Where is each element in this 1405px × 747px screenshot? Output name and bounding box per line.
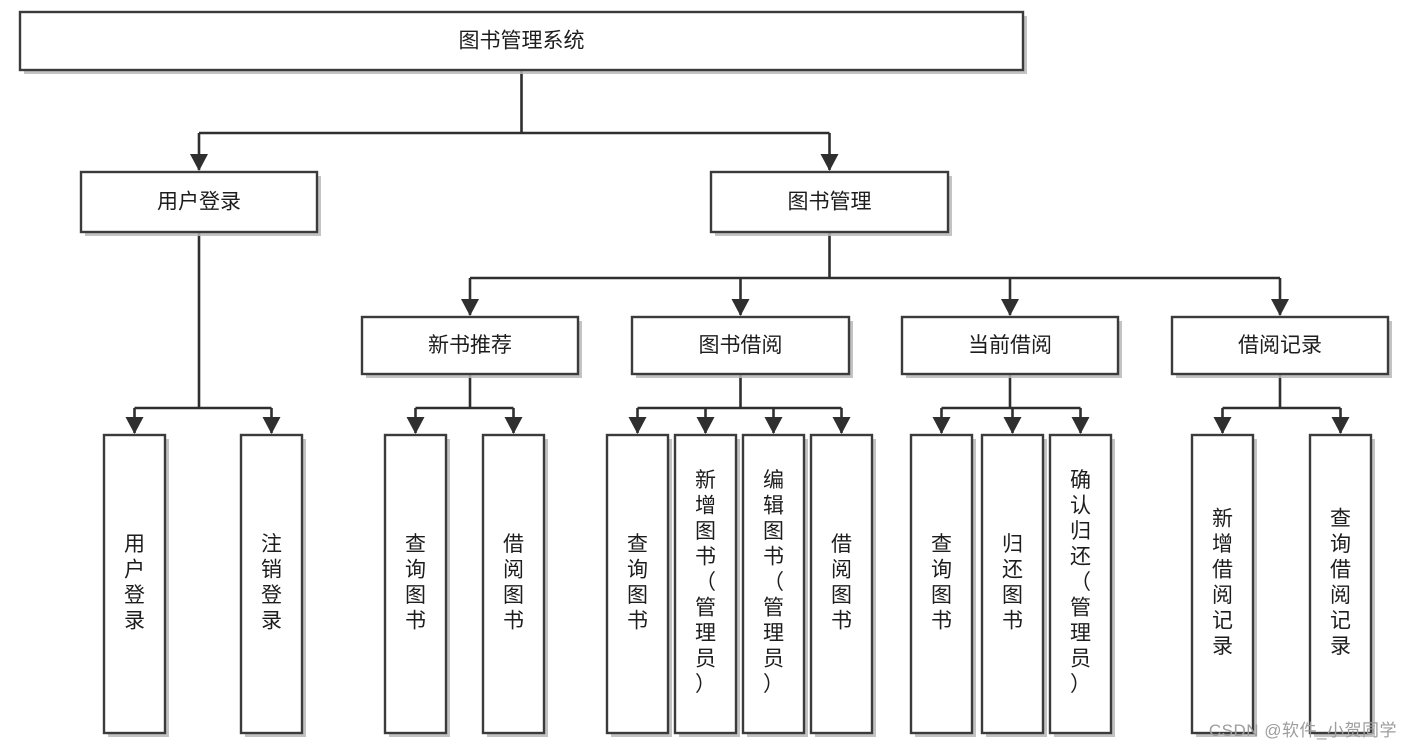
arrow-head <box>190 154 208 171</box>
node-label-leaf-edit-book-admin: 编辑图书（管理员） <box>763 469 784 696</box>
arrow-head <box>406 417 425 434</box>
node-box-leaf-confirm-return-admin[interactable] <box>1048 433 1113 735</box>
arrow-head <box>731 299 750 316</box>
node-label-leaf-add-borrow-record: 新增借阅记录 <box>1212 507 1233 658</box>
node-label-book-borrow: 图书借阅 <box>699 334 783 357</box>
node-label-book-manage: 图书管理 <box>788 191 872 214</box>
node-label-leaf-return-book: 归还图书 <box>1002 533 1023 633</box>
node-label-current-borrow: 当前借阅 <box>968 334 1052 357</box>
node-label-leaf-user-login: 用户登录 <box>124 533 145 633</box>
node-box-book-borrow[interactable] <box>630 315 851 376</box>
node-label-leaf-logout-login: 注销登录 <box>261 533 282 633</box>
node-box-borrow-record[interactable] <box>1170 315 1390 376</box>
arrow-head <box>932 417 951 434</box>
node-box-leaf-add-borrow-record[interactable] <box>1190 433 1255 735</box>
node-box-new-book-recommend[interactable] <box>360 315 580 376</box>
node-label-leaf-query-book-2: 查询图书 <box>627 533 648 633</box>
arrow-head <box>696 417 715 434</box>
node-box-leaf-query-book-3[interactable] <box>909 433 974 735</box>
node-boxes <box>18 10 1392 737</box>
node-label-leaf-confirm-return-admin: 确认归还（管理员） <box>1070 469 1091 696</box>
arrow-head <box>461 299 479 316</box>
node-label-borrow-record: 借阅记录 <box>1238 334 1322 357</box>
node-label-leaf-borrow-book-1: 借阅图书 <box>503 533 524 633</box>
node-box-book-manage[interactable] <box>709 170 950 234</box>
node-box-leaf-add-book-admin[interactable] <box>673 433 738 735</box>
arrow-head <box>1213 417 1232 434</box>
node-box-leaf-query-book-2[interactable] <box>605 433 670 735</box>
node-box-current-borrow[interactable] <box>900 315 1120 376</box>
node-labels: 图书管理系统用户登录图书管理新书推荐图书借阅当前借阅借阅记录用户登录注销登录查询… <box>124 30 1351 696</box>
node-label-leaf-query-book-1: 查询图书 <box>405 533 426 633</box>
node-label-leaf-query-borrow-record: 查询借阅记录 <box>1330 507 1351 658</box>
arrow-head <box>832 417 851 434</box>
node-box-leaf-user-login[interactable] <box>102 433 167 735</box>
node-box-leaf-borrow-book-1[interactable] <box>481 433 546 735</box>
node-box-root[interactable] <box>18 10 1025 72</box>
node-box-leaf-logout-login[interactable] <box>239 433 304 735</box>
node-box-leaf-borrow-book-2[interactable] <box>809 433 874 735</box>
node-label-root: 图书管理系统 <box>459 30 585 53</box>
arrow-head <box>820 154 839 171</box>
node-label-new-book-recommend: 新书推荐 <box>428 334 512 357</box>
node-box-leaf-return-book[interactable] <box>980 433 1045 735</box>
node-box-leaf-query-book-1[interactable] <box>383 433 448 735</box>
arrow-head <box>1003 417 1022 434</box>
connector-lines <box>125 70 1350 434</box>
csdn-watermark: CSDN @软件_小贺同学 <box>1208 721 1397 740</box>
arrow-head <box>262 417 281 434</box>
node-label-leaf-borrow-book-2: 借阅图书 <box>831 533 852 633</box>
arrow-head <box>1271 299 1289 316</box>
node-label-user-login: 用户登录 <box>157 191 241 214</box>
arrow-head <box>125 417 144 434</box>
node-label-leaf-query-book-3: 查询图书 <box>931 533 952 633</box>
arrow-head <box>1071 417 1090 434</box>
arrow-head <box>764 417 783 434</box>
arrow-head <box>628 417 647 434</box>
arrow-head <box>1001 299 1019 316</box>
arrow-head <box>504 417 523 434</box>
node-box-leaf-edit-book-admin[interactable] <box>741 433 806 735</box>
node-label-leaf-add-book-admin: 新增图书（管理员） <box>695 469 716 696</box>
node-box-user-login[interactable] <box>79 170 319 234</box>
arrow-head <box>1331 417 1350 434</box>
node-box-leaf-query-borrow-record[interactable] <box>1308 433 1373 735</box>
